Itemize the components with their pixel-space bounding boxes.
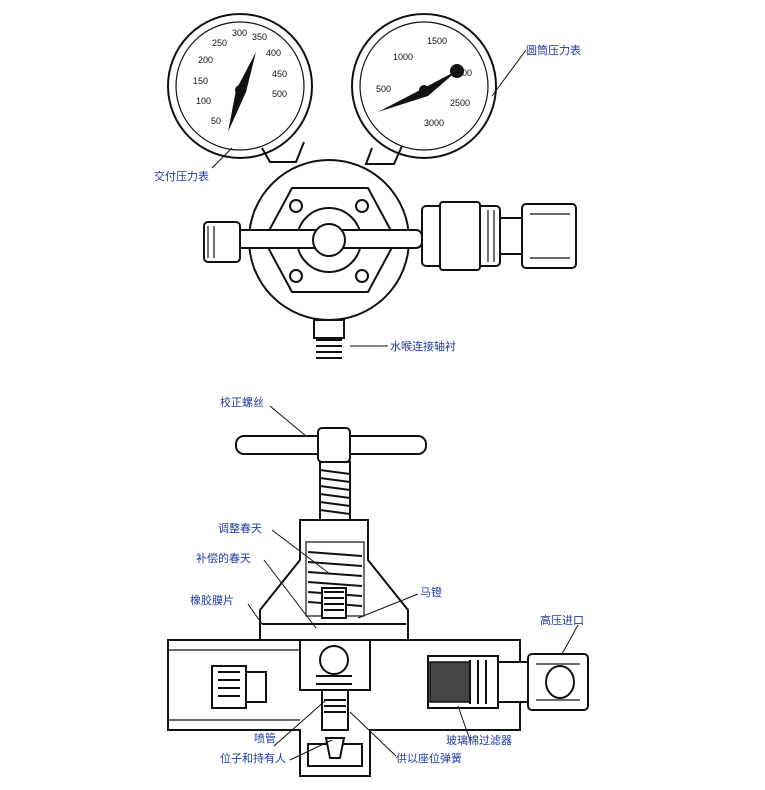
label-saddle: 马镫 xyxy=(420,586,442,599)
delivery-tick: 150 xyxy=(193,76,208,86)
cylinder-tick: 1500 xyxy=(427,36,447,46)
label-cylinder-gauge: 圆筒压力表 xyxy=(526,43,581,57)
regulator-top-view: 50 100 150 200 250 300 350 400 450 500 5… xyxy=(167,13,577,359)
delivery-tick: 300 xyxy=(232,28,247,38)
label-delivery-gauge: 交付压力表 xyxy=(154,169,209,183)
delivery-tick: 250 xyxy=(212,38,227,48)
label-seat-holder: 位子和持有人 xyxy=(220,751,286,765)
cylinder-tick: 1000 xyxy=(393,52,413,62)
regulator-cross-section xyxy=(167,427,589,777)
label-high-pressure-inlet: 高压进口 xyxy=(540,613,584,627)
labels: 交付压力表 圆筒压力表 水喉连接轴衬 校正螺丝 调整春天 补偿的春天 橡胶膜片 … xyxy=(154,43,584,765)
cylinder-tick: 2500 xyxy=(450,98,470,108)
delivery-tick: 100 xyxy=(196,96,211,106)
cylinder-tick: 500 xyxy=(376,84,391,94)
label-compensate-spring: 补偿的春天 xyxy=(196,551,251,565)
label-hose-bushing: 水喉连接轴衬 xyxy=(390,339,456,353)
label-rubber-diaphragm: 橡胶膜片 xyxy=(190,593,234,607)
label-seat-spring: 供以座位弹簧 xyxy=(396,751,462,765)
label-glass-wool-filter: 玻璃棉过滤器 xyxy=(446,733,512,747)
label-nozzle: 喷管 xyxy=(254,731,276,745)
delivery-tick: 50 xyxy=(211,116,221,126)
label-adjust-screw: 校正螺丝 xyxy=(220,395,264,409)
label-adjust-spring: 调整春天 xyxy=(218,521,262,535)
delivery-tick: 350 xyxy=(252,32,267,42)
leader-lines xyxy=(211,49,579,761)
delivery-tick: 400 xyxy=(266,48,281,58)
delivery-tick: 450 xyxy=(272,69,287,79)
delivery-tick: 200 xyxy=(198,55,213,65)
cylinder-gauge: 500 1000 1500 2000 2500 3000 xyxy=(351,13,497,159)
cylinder-tick: 3000 xyxy=(424,118,444,128)
delivery-tick: 500 xyxy=(272,89,287,99)
delivery-gauge: 50 100 150 200 250 300 350 400 450 500 xyxy=(167,13,313,159)
